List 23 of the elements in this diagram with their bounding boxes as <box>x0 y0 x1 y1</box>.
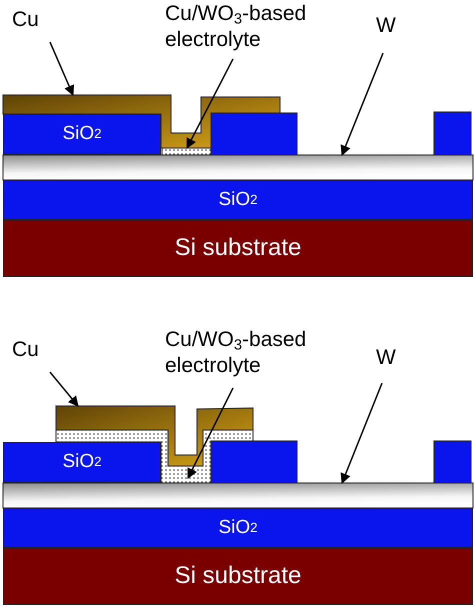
copper-layer <box>2 94 280 148</box>
layer-label: Cu/WO$_{3}$-based electrolyte <box>165 2 325 51</box>
oxide-block <box>434 112 472 156</box>
tungsten-layer <box>2 482 474 508</box>
tungsten-layer <box>2 154 474 180</box>
substrate-layer: Si substrate <box>3 220 473 277</box>
leader-arrow <box>187 388 234 479</box>
leader-arrow <box>340 52 384 156</box>
layer-label: Cu <box>12 338 52 362</box>
layer-label: Cu/WO$_{3}$-based electrolyte <box>165 328 325 377</box>
layer-label: W <box>376 14 406 38</box>
oxide-block <box>210 440 298 484</box>
layer-label: Cu <box>12 8 52 32</box>
electrolyte-layer <box>56 430 254 484</box>
leader-arrow <box>49 42 74 96</box>
leader-arrow <box>49 372 79 407</box>
oxide-block <box>434 440 472 484</box>
layer-label: W <box>376 346 406 370</box>
leader-arrow <box>186 58 234 149</box>
oxide-block <box>210 112 298 156</box>
leader-arrow <box>340 382 383 484</box>
copper-layer <box>56 406 254 466</box>
substrate-layer: Si substrate <box>3 548 473 605</box>
